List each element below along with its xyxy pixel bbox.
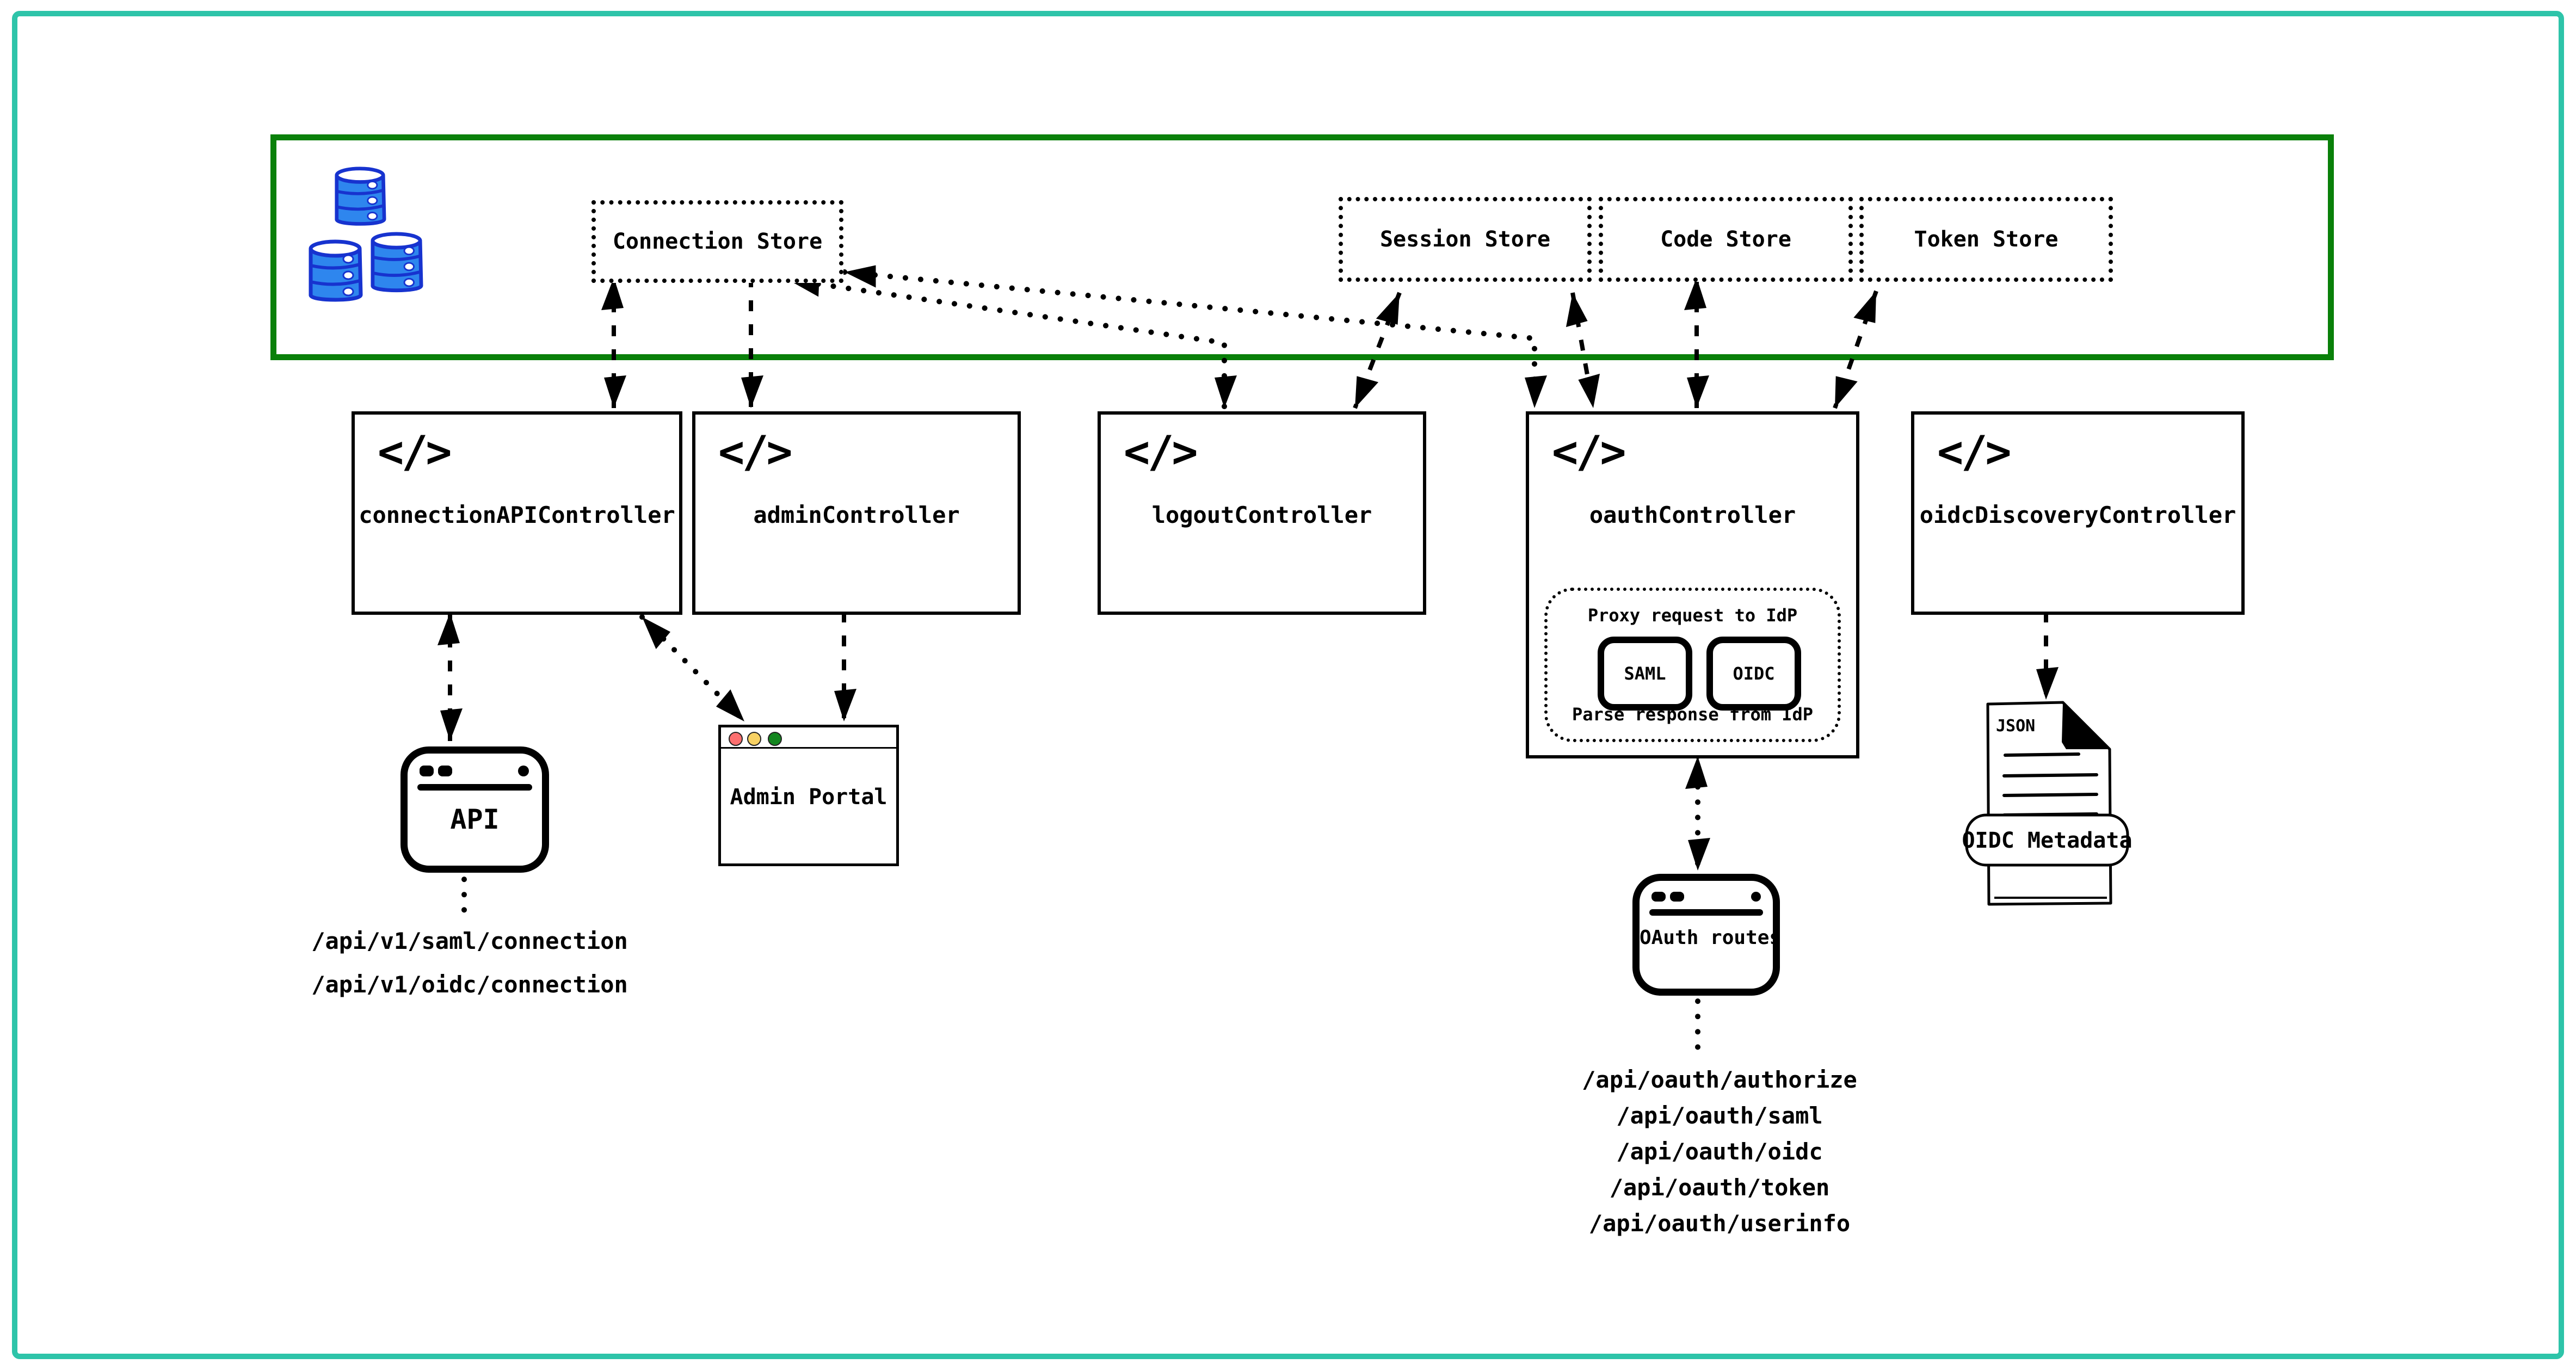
window-bar-line [417, 784, 532, 791]
arrowhead-icon [1215, 375, 1237, 408]
arrowhead-icon [1688, 838, 1710, 871]
window-dot-icon [438, 766, 452, 776]
arrowhead-icon [1525, 375, 1547, 408]
protocol-oidc: OIDC [1706, 637, 1801, 711]
window-dot-icon [1751, 892, 1761, 902]
controller-connection-api: </> connectionAPIController [352, 411, 682, 615]
arrowhead-icon [1355, 376, 1379, 408]
doc-banner-label: OIDC Metadata [1962, 828, 2132, 853]
arrowhead-icon [716, 689, 744, 721]
oauth-routes-label: OAuth routes [1640, 927, 1782, 949]
window-dot-icon [420, 766, 434, 776]
controller-oauth-label: oauthController [1589, 502, 1796, 528]
window-dot-icon [1670, 892, 1684, 902]
arrowhead-icon [834, 689, 856, 721]
controller-logout: </> logoutController [1098, 411, 1426, 615]
store-token-label: Token Store [1914, 227, 2059, 252]
controller-connection-api-label: connectionAPIController [359, 502, 675, 528]
store-connection: Connection Store [591, 200, 843, 283]
arrowhead-icon [1578, 373, 1600, 408]
endpoint-line: /api/oauth/oidc [1616, 1138, 1823, 1165]
controller-logout-label: logoutController [1151, 502, 1372, 528]
traffic-light-yellow-icon [747, 732, 761, 746]
admin-portal-titlebar [721, 727, 896, 749]
arrowhead-icon [1376, 293, 1400, 325]
controller-admin: </> adminController [692, 411, 1021, 615]
endpoint-line: /api/oauth/authorize [1582, 1066, 1857, 1093]
arrowhead-icon [437, 613, 460, 645]
endpoint-line: /api/v1/saml/connection [311, 928, 628, 954]
idp-parse-footer: Parse response from IdP [1572, 704, 1814, 725]
arrowhead-icon [1685, 756, 1708, 789]
page-border [12, 11, 2564, 1359]
arrowhead-icon [1835, 376, 1858, 408]
doc-fold-icon [2062, 702, 2110, 749]
arrowhead-icon [642, 617, 671, 649]
controller-oidc-discovery-label: oidcDiscoveryController [1919, 502, 2236, 528]
doc-banner [1965, 813, 2129, 867]
store-token: Token Store [1859, 197, 2113, 282]
arrowhead-icon [601, 277, 624, 310]
endpoint-line: /api/oauth/token [1609, 1174, 1830, 1201]
code-icon: </> [1124, 427, 1198, 477]
arrowhead-icon [1684, 277, 1706, 310]
idp-proxy-title: Proxy request to IdP [1587, 605, 1798, 626]
api-endpoints: /api/v1/saml/connection/api/v1/oidc/conn… [279, 919, 660, 1007]
code-icon: </> [1937, 427, 2011, 477]
database-icon [300, 162, 442, 320]
arrowhead-icon [845, 265, 876, 288]
admin-portal-window: Admin Portal [718, 725, 899, 866]
store-code: Code Store [1599, 197, 1853, 282]
api-window: API [400, 746, 549, 873]
admin-portal-label: Admin Portal [730, 785, 888, 810]
store-session-label: Session Store [1379, 227, 1551, 252]
arrowhead-icon [440, 708, 463, 741]
arrowhead-icon [604, 375, 626, 408]
code-icon: </> [378, 427, 452, 477]
traffic-light-green-icon [768, 732, 782, 746]
traffic-light-red-icon [729, 732, 743, 746]
endpoint-line: /api/oauth/saml [1616, 1102, 1823, 1129]
controller-oidc-discovery: </> oidcDiscoveryController [1911, 411, 2245, 615]
arrowhead-icon [1687, 375, 1709, 408]
oidc-metadata-doc: JSON OIDC Metadata [1962, 701, 2133, 906]
oauth-endpoints: /api/oauth/authorize/api/oauth/saml/api/… [1529, 1062, 1910, 1242]
controller-oauth: </> oauthController Proxy request to IdP… [1526, 411, 1859, 758]
doc-filetype-label: JSON [1996, 717, 2035, 736]
edge-connection-store--oauth-controller [842, 269, 1537, 411]
arrowhead-icon [1853, 291, 1876, 323]
protocol-saml: SAML [1598, 637, 1692, 711]
window-bar-line [1649, 909, 1763, 916]
store-code-label: Code Store [1660, 227, 1791, 252]
api-window-label: API [450, 804, 500, 835]
store-connection-label: Connection Store [612, 229, 823, 254]
code-icon: </> [718, 427, 792, 477]
arrowhead-icon [2036, 667, 2059, 700]
code-icon: </> [1552, 427, 1626, 477]
endpoint-line: /api/oauth/userinfo [1588, 1210, 1851, 1237]
edge-connection-store--logout-controller [785, 277, 1227, 411]
arrowhead-icon [741, 375, 763, 408]
arrowhead-icon [1566, 293, 1588, 328]
idp-proxy-box: Proxy request to IdP SAML OIDC Parse res… [1544, 588, 1841, 742]
window-dot-icon [518, 766, 529, 776]
endpoint-line: /api/v1/oidc/connection [311, 971, 628, 998]
store-session: Session Store [1339, 197, 1592, 282]
oauth-routes-window: OAuth routes [1632, 874, 1782, 996]
window-dot-icon [1651, 892, 1666, 902]
controller-admin-label: adminController [753, 502, 960, 528]
